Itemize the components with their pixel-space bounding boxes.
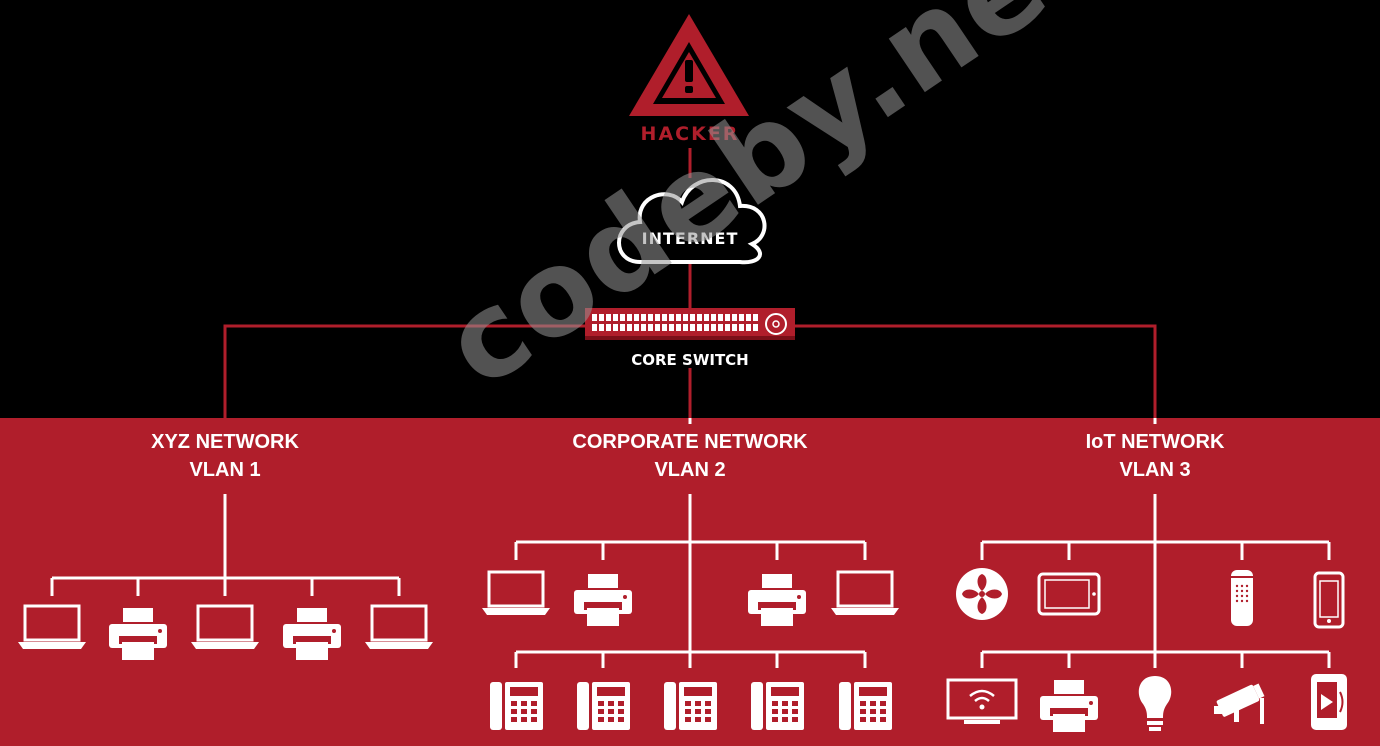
switch-port: [662, 324, 667, 331]
vlan3-tree: [980, 494, 1331, 668]
switch-icon: [585, 308, 795, 340]
switch-port: [627, 314, 632, 321]
switch-port: [725, 314, 730, 321]
vlan1-network-label: XYZ NETWORK VLAN 1: [75, 428, 375, 484]
switch-port: [662, 314, 667, 321]
switch-port: [676, 314, 681, 321]
vlan-id: VLAN 1: [189, 459, 261, 481]
ip-phone-icon: [490, 682, 543, 730]
switch-port: [634, 314, 639, 321]
switch-port: [634, 324, 639, 331]
switch-port: [732, 324, 737, 331]
switch-port: [620, 324, 625, 331]
vlan1-tree: [50, 494, 401, 596]
switch-port: [718, 324, 723, 331]
switch-port: [648, 324, 653, 331]
switch-port: [739, 324, 744, 331]
switch-port: [753, 314, 758, 321]
internet-label: INTERNET: [642, 229, 739, 248]
smart-speaker-icon: [1230, 569, 1254, 627]
switch-port: [711, 314, 716, 321]
switch-port: [655, 314, 660, 321]
switch-port: [620, 314, 625, 321]
ip-phone-icon: [839, 682, 892, 730]
switch-port: [606, 314, 611, 321]
switch-port: [676, 324, 681, 331]
switch-port: [613, 324, 618, 331]
switch-port: [711, 324, 716, 331]
switch-port: [592, 314, 597, 321]
ip-phone-icon: [664, 682, 717, 730]
vlan3-network-label: IoT NETWORK VLAN 3: [1005, 428, 1305, 484]
ip-phone-icon: [577, 682, 630, 730]
core-switch-label: CORE SWITCH: [631, 351, 749, 369]
switch-port: [690, 314, 695, 321]
network-name: CORPORATE NETWORK: [572, 431, 808, 453]
switch-port: [599, 314, 604, 321]
switch-port: [669, 314, 674, 321]
switch-port: [739, 314, 744, 321]
switch-port: [683, 314, 688, 321]
cloud-icon: [617, 178, 767, 265]
switch-vlan1-link: [223, 324, 585, 418]
switch-port: [683, 324, 688, 331]
switch-port: [627, 324, 632, 331]
hacker-icon: [629, 14, 749, 116]
switch-port: [690, 324, 695, 331]
switch-port: [753, 324, 758, 331]
vlan2-network-label: CORPORATE NETWORK VLAN 2: [540, 428, 840, 484]
vlan-id: VLAN 2: [654, 459, 726, 481]
ip-phone-icon: [751, 682, 804, 730]
vlan-id: VLAN 3: [1119, 459, 1191, 481]
vlan2-tree: [514, 494, 867, 668]
switch-port: [641, 324, 646, 331]
switch-port: [655, 324, 660, 331]
smart-lock-icon: [1310, 673, 1348, 731]
switch-port: [704, 314, 709, 321]
network-name: IoT NETWORK: [1085, 431, 1225, 453]
switch-port: [599, 324, 604, 331]
switch-port: [669, 324, 674, 331]
switch-port: [697, 314, 702, 321]
switch-port: [704, 324, 709, 331]
switch-port: [697, 324, 702, 331]
switch-port: [592, 324, 597, 331]
switch-port: [746, 324, 751, 331]
switch-port: [746, 314, 751, 321]
switch-port: [648, 314, 653, 321]
switch-port: [606, 324, 611, 331]
smart-fan-icon: [956, 568, 1008, 620]
hacker-label: HACKER: [641, 123, 740, 145]
switch-port: [725, 324, 730, 331]
switch-port: [641, 314, 646, 321]
network-name: XYZ NETWORK: [151, 431, 299, 453]
switch-port: [718, 314, 723, 321]
switch-port: [732, 314, 737, 321]
switch-vlan3-link: [795, 324, 1157, 418]
switch-port: [613, 314, 618, 321]
